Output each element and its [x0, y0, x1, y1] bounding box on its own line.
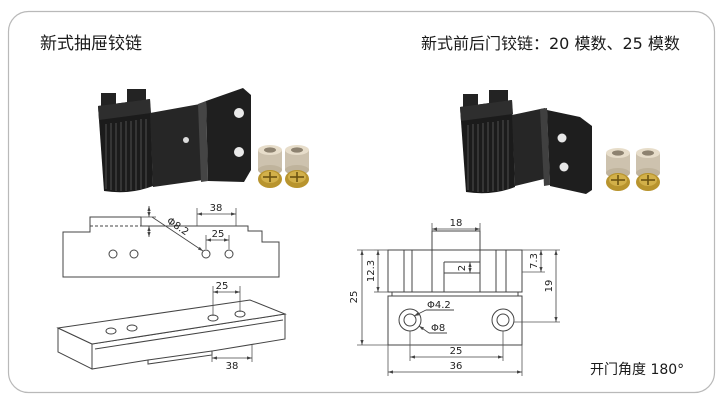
dimension-label: 38	[226, 361, 239, 372]
drawer-hinge-photo	[98, 88, 309, 193]
mounting-hole	[201, 249, 211, 259]
countersunk-hole-inner	[496, 313, 510, 327]
dimension-label: 25	[216, 281, 229, 292]
dimension-arrowhead	[147, 232, 151, 237]
dimension-arrowhead	[212, 356, 217, 360]
dimension-arrowhead	[360, 340, 364, 345]
mounting-hole	[105, 327, 117, 335]
door-hinge-photo	[460, 90, 660, 194]
dimension-arrowhead	[147, 212, 151, 217]
dimension-arrowhead	[539, 250, 543, 255]
dimension-arrowhead	[468, 268, 472, 273]
dimension-arrowhead	[419, 326, 425, 331]
mounting-hole	[234, 108, 244, 118]
drawer-hinge-title: 新式抽屉铰链	[40, 34, 142, 54]
hinge-bend	[198, 101, 208, 182]
screw	[258, 145, 282, 188]
dimension-arrowhead	[147, 206, 151, 211]
dimension-arrowhead	[414, 312, 420, 316]
dimension-label: Φ8	[431, 323, 445, 334]
dimension-arrowhead	[498, 355, 503, 359]
profile-outline	[62, 216, 280, 278]
dimension-arrowhead	[468, 262, 472, 267]
dimension-label: 25	[349, 291, 360, 304]
dimension-label: 36	[450, 361, 463, 372]
leader-line	[151, 216, 204, 252]
dimension-arrowhead	[206, 238, 211, 242]
dimension-label: 38	[210, 203, 223, 214]
band-segment-lines	[403, 250, 507, 292]
hinge-bend	[540, 108, 550, 186]
dimension-arrowhead	[475, 227, 480, 231]
door-hinge-title: 新式前后门铰链：20 模数、25 模数	[421, 34, 680, 53]
dimension-arrowhead	[410, 355, 415, 359]
dimension-arrowhead	[388, 370, 393, 374]
mounting-hole	[234, 147, 244, 157]
dimension-arrowhead	[539, 267, 543, 272]
door-hinge-front-drawing: 18 2 12.3 25 7.3 19 Φ4.2 Φ8	[349, 218, 560, 376]
hinge-knuckle	[98, 89, 153, 193]
mounting-hole	[108, 249, 118, 259]
dimension-arrowhead	[197, 212, 202, 216]
dimension-arrowhead	[554, 250, 558, 255]
mounting-hole	[183, 137, 189, 143]
hinge-knuckle	[460, 90, 515, 194]
dimension-label: 12.3	[366, 260, 377, 282]
drawer-hinge-plate-drawing: 25 38	[56, 281, 287, 372]
dimension-arrowhead	[235, 290, 240, 294]
opening-angle-label: 开门角度 180°	[590, 362, 685, 378]
dimension-arrowhead	[517, 370, 522, 374]
dimension-arrowhead	[197, 246, 203, 251]
dimension-label: 25	[450, 346, 463, 357]
mounting-hole	[129, 249, 139, 259]
dimension-arrowhead	[224, 238, 229, 242]
dimension-label: 18	[450, 218, 463, 229]
dimension-label: 25	[212, 229, 225, 240]
dimension-arrowhead	[432, 227, 437, 231]
dimension-arrowhead	[554, 317, 558, 322]
screw	[285, 145, 309, 188]
dimension-label: 7.3	[529, 253, 540, 269]
dimension-label: 2	[457, 265, 468, 271]
dimension-arrowhead	[213, 290, 218, 294]
dimension-arrowhead	[247, 356, 252, 360]
screw	[636, 148, 660, 191]
hinge-leaf	[150, 104, 203, 187]
hinge-wing	[206, 88, 251, 182]
mounting-hole	[126, 324, 138, 332]
mounting-hole	[559, 162, 569, 172]
hinge-leaf	[512, 108, 548, 186]
dimension-arrowhead	[147, 226, 151, 231]
mounting-hole	[224, 249, 234, 259]
hinge-wing	[547, 110, 592, 194]
knuckle-ribs	[467, 120, 509, 192]
dimension-arrowhead	[231, 212, 236, 216]
dimension-label: Φ4.2	[427, 300, 451, 311]
mounting-hole	[557, 133, 567, 143]
dimension-arrowhead	[376, 250, 380, 255]
dimension-arrowhead	[360, 250, 364, 255]
screw	[606, 148, 630, 191]
drawer-hinge-profile-drawing: 38 Φ8.2 25	[62, 203, 280, 278]
countersunk-hole-inner	[403, 313, 417, 327]
dimension-arrowhead	[376, 287, 380, 292]
dimension-label: 19	[544, 280, 555, 293]
knuckle-ribs	[105, 119, 147, 191]
